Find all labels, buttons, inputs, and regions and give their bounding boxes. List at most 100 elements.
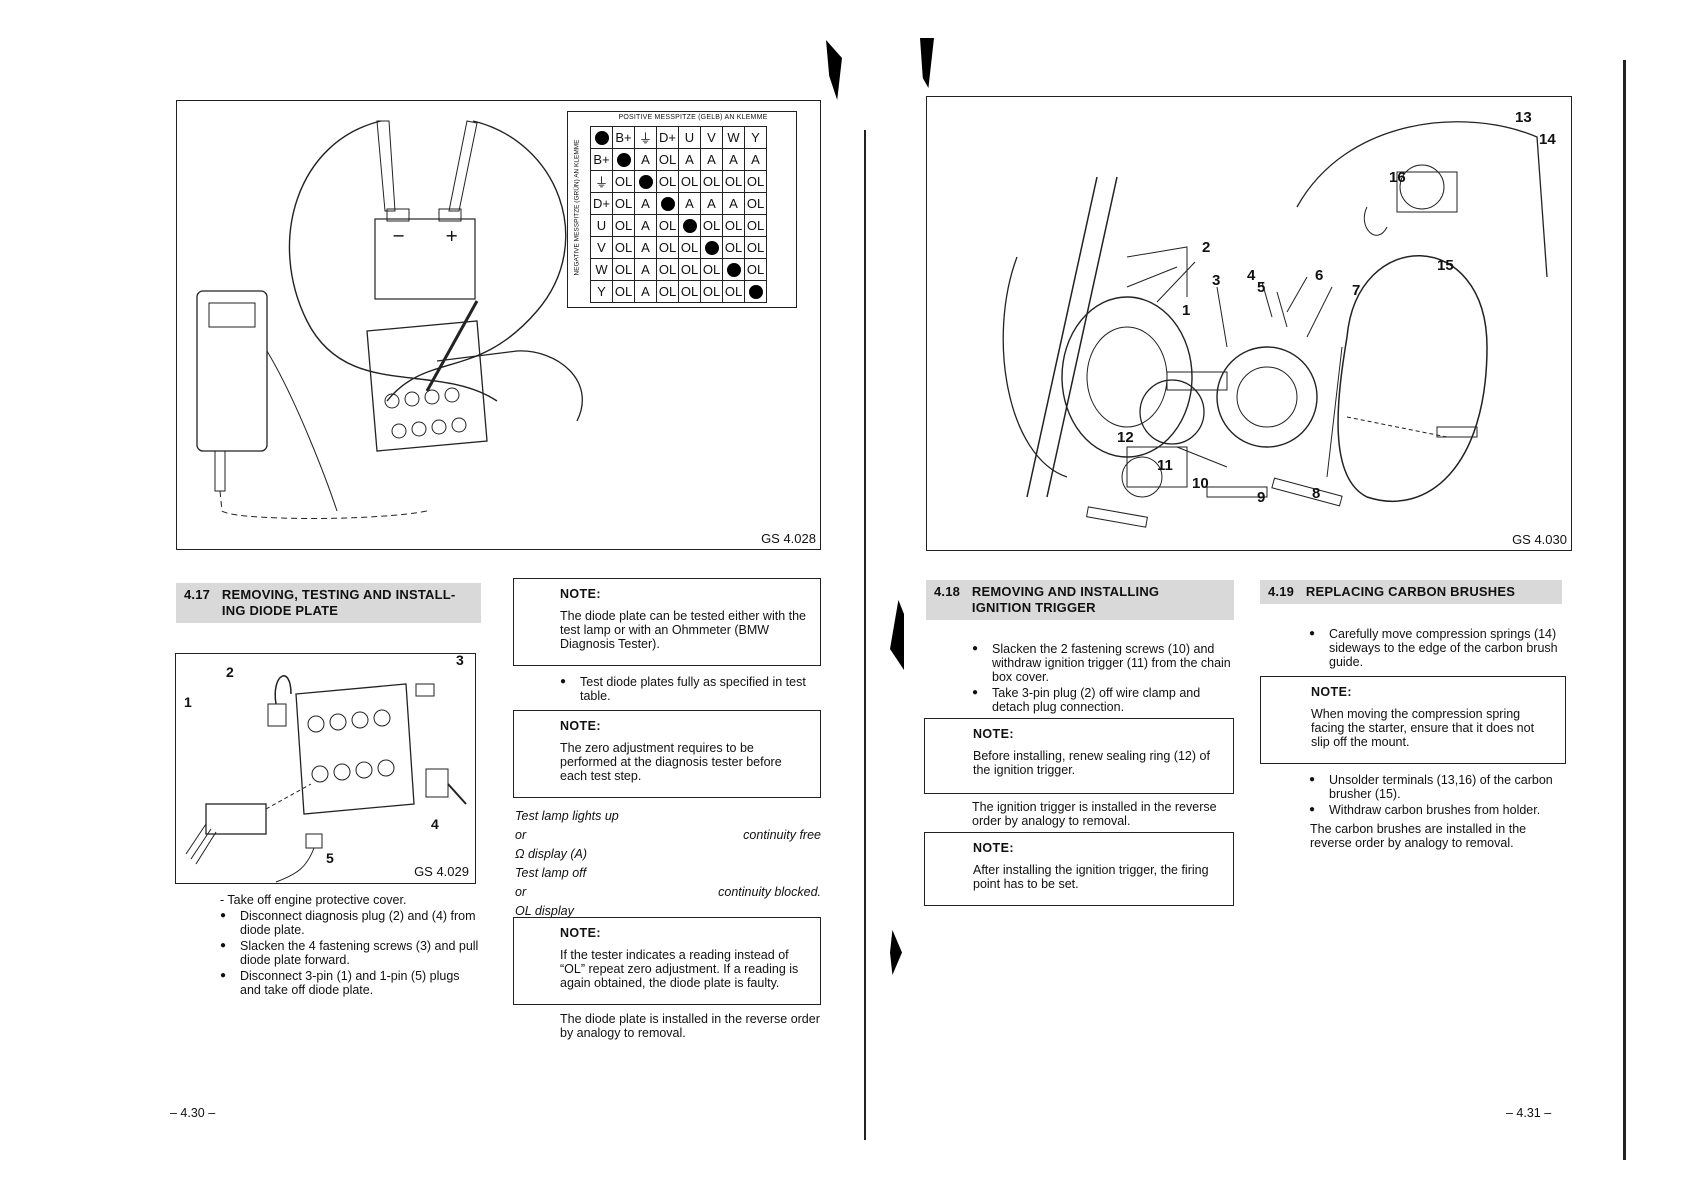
section-title: REPLACING CARBON BRUSHES xyxy=(1305,584,1516,599)
figure-gs4028: − + POSITIVE MESSPITZE (GELB) AN KLEMME … xyxy=(176,100,821,550)
table-cell xyxy=(722,258,745,281)
result-or: or xyxy=(515,885,527,899)
section-number: 4.18 xyxy=(934,584,961,599)
table-cell: OL xyxy=(656,236,679,259)
section-heading-4-18: 4.18 REMOVING AND INSTALLING IGNITION TR… xyxy=(926,580,1234,620)
binding-mark xyxy=(890,600,904,670)
table-cell: U xyxy=(678,126,701,149)
table-cell: OL xyxy=(700,280,723,303)
diagonal-dot-icon xyxy=(638,175,653,190)
note-title: NOTE: xyxy=(1311,685,1352,699)
table-cell: A xyxy=(634,148,657,171)
table-cell: D+ xyxy=(590,192,613,215)
table-cell: U xyxy=(590,214,613,237)
note-417-3: NOTE: If the tester indicates a reading … xyxy=(513,917,821,1005)
table-cell xyxy=(678,214,701,237)
figure-ref: GS 4.030 xyxy=(1512,532,1567,547)
note-title: NOTE: xyxy=(560,719,601,733)
table-cell: A xyxy=(678,192,701,215)
list-item: Test diode plates fully as specified in … xyxy=(558,675,822,703)
label-3: 3 xyxy=(456,652,464,668)
note-text: The zero adjustment requires to be perfo… xyxy=(560,741,782,783)
note-418-2: NOTE: After installing the ignition trig… xyxy=(924,832,1234,906)
section-title: REMOVING AND INSTALLING IGNITION TRIGGER xyxy=(971,584,1160,615)
text-419: The carbon brushes are installed in the … xyxy=(1310,822,1527,850)
table-cell: A xyxy=(634,214,657,237)
table-cell: A xyxy=(700,148,723,171)
binding-mark xyxy=(826,40,842,100)
note-418-1: NOTE: Before installing, renew sealing r… xyxy=(924,718,1234,794)
table-cell: A xyxy=(634,236,657,259)
diagonal-dot-icon xyxy=(594,131,609,146)
table-cell xyxy=(656,192,679,215)
label-1: 1 xyxy=(1182,302,1191,319)
label-2: 2 xyxy=(226,664,234,680)
note-text: If the tester indicates a reading instea… xyxy=(560,948,799,990)
diagonal-dot-icon xyxy=(704,241,719,256)
list-item: Slacken the 2 fastening screws (10) and … xyxy=(970,642,1232,684)
table-cell: OL xyxy=(656,214,679,237)
table-cell: OL xyxy=(700,170,723,193)
page-number-left: – 4.30 – xyxy=(170,1106,216,1120)
table-cell: V xyxy=(590,236,613,259)
binding-line xyxy=(864,130,866,1140)
label-11: 11 xyxy=(1157,457,1173,474)
table-cell: A xyxy=(678,148,701,171)
diode-plate-illustration xyxy=(185,675,467,883)
table-cell: OL xyxy=(744,258,767,281)
label-5: 5 xyxy=(1257,279,1266,296)
label-2: 2 xyxy=(1202,239,1211,256)
table-cell: OL xyxy=(744,192,767,215)
table-cell: OL xyxy=(612,236,635,259)
table-cell: W xyxy=(722,126,745,149)
table-cell: A xyxy=(744,148,767,171)
table-cell: OL xyxy=(612,192,635,215)
table-col-header: POSITIVE MESSPITZE (GELB) AN KLEMME xyxy=(618,114,768,121)
list-item: Take 3-pin plug (2) off wire clamp and d… xyxy=(970,686,1232,714)
result-continuity-free: continuity free xyxy=(743,828,821,842)
label-4: 4 xyxy=(1247,267,1256,284)
table-cell: OL xyxy=(678,258,701,281)
svg-text:+: + xyxy=(445,226,458,245)
section-number: 4.19 xyxy=(1268,584,1295,599)
note-417-1: NOTE: The diode plate can be tested eith… xyxy=(513,578,821,666)
label-3: 3 xyxy=(1212,272,1221,289)
closing-417: The diode plate is installed in the reve… xyxy=(560,1012,820,1040)
list-item: Withdraw carbon brushes from holder. xyxy=(1307,803,1569,817)
table-cell: OL xyxy=(722,280,745,303)
binding-mark xyxy=(890,930,902,975)
note-title: NOTE: xyxy=(973,841,1014,855)
note-text: Before installing, renew sealing ring (1… xyxy=(973,749,1210,777)
figure-ref: GS 4.029 xyxy=(414,864,469,879)
label-5: 5 xyxy=(326,850,334,866)
table-cell xyxy=(700,236,723,259)
table-cell xyxy=(634,170,657,193)
label-12: 12 xyxy=(1117,429,1134,446)
table-cell: OL xyxy=(678,236,701,259)
label-4: 4 xyxy=(431,816,439,832)
table-cell: OL xyxy=(744,214,767,237)
table-cell: A xyxy=(634,258,657,281)
result-line: OL display xyxy=(515,904,574,918)
section-heading-4-19: 4.19 REPLACING CARBON BRUSHES xyxy=(1260,580,1562,604)
table-cell xyxy=(612,148,635,171)
page-number-right: – 4.31 – xyxy=(1506,1106,1552,1120)
table-cell: A xyxy=(634,280,657,303)
table-cell: OL xyxy=(612,258,635,281)
label-16: 16 xyxy=(1389,169,1406,186)
note-title: NOTE: xyxy=(560,926,601,940)
section-419-step1: Carefully move compression springs (14) … xyxy=(1307,627,1569,671)
table-cell: OL xyxy=(700,214,723,237)
list-item: Disconnect diagnosis plug (2) and (4) fr… xyxy=(218,909,482,937)
table-cell: A xyxy=(722,148,745,171)
table-cell: OL xyxy=(656,170,679,193)
step-list: Disconnect diagnosis plug (2) and (4) fr… xyxy=(218,909,482,997)
figure-ref: GS 4.028 xyxy=(761,531,816,546)
table-cell: OL xyxy=(722,170,745,193)
table-cell: OL xyxy=(656,258,679,281)
